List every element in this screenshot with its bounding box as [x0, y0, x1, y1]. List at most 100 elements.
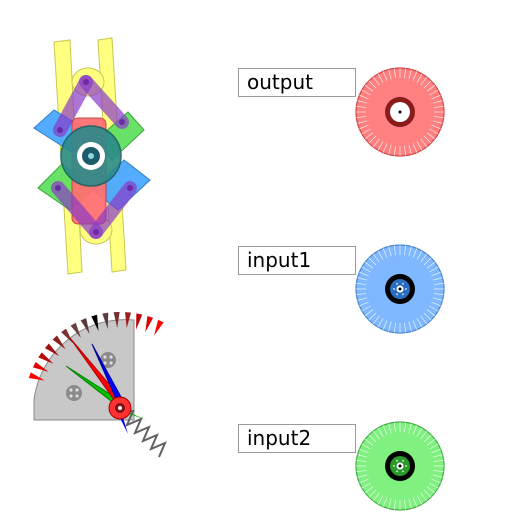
dial-tick [426, 438, 436, 446]
dial-tick [377, 427, 384, 437]
dial-tick [357, 454, 368, 458]
dial-tick [382, 248, 388, 258]
dial-tick [420, 492, 428, 502]
dial-tick [361, 128, 371, 135]
input1-dial[interactable] [355, 244, 445, 334]
dial-tick [426, 486, 436, 494]
gauge-tick-mark [70, 322, 81, 339]
dial-tick [377, 141, 384, 151]
dial-tick [388, 246, 392, 257]
dial-tick [356, 116, 367, 119]
dial-tick [433, 459, 444, 462]
dial-tick [426, 309, 436, 317]
gauge-tick-mark [113, 311, 120, 329]
dial-tick [412, 497, 418, 507]
gauge-tick-mark [154, 319, 164, 336]
dial-tick [372, 76, 380, 86]
dial-tick [408, 498, 412, 509]
dial-tick [368, 312, 377, 321]
dial-tick [420, 253, 428, 263]
dial-tick [393, 499, 396, 510]
dial-tick [357, 474, 368, 478]
gauge-tick-mark [28, 372, 45, 381]
gauge-tick-mark [102, 312, 109, 329]
dial-tick [359, 301, 369, 307]
spring [123, 409, 167, 458]
dial-tick [357, 277, 368, 281]
dial-tick [429, 482, 439, 489]
dial-tick [433, 282, 444, 285]
plate-gear-1 [66, 385, 82, 401]
dial-tick [431, 124, 441, 130]
dial-tick [423, 80, 432, 89]
dial-tick [404, 68, 407, 79]
dial-tick [404, 499, 407, 510]
dial-tick [412, 425, 418, 435]
dial-tick [372, 138, 380, 148]
dials [355, 67, 445, 511]
dial-tick [416, 427, 423, 437]
dial-tick [368, 434, 377, 443]
dial-tick [372, 430, 380, 440]
dial-tick [364, 261, 374, 269]
dial-tick [368, 135, 377, 144]
dial-tick [368, 80, 377, 89]
dial-tick [372, 492, 380, 502]
dial-tick [416, 318, 423, 328]
dial-tick [388, 321, 392, 332]
dial-tick [433, 293, 444, 296]
dial-tick [393, 322, 396, 333]
dial-tick [364, 84, 374, 92]
input2-dial[interactable] [355, 421, 445, 511]
dial-tick [382, 497, 388, 507]
dial-tick [364, 309, 374, 317]
output-dial[interactable] [355, 67, 445, 157]
dial-tick [429, 266, 439, 273]
dial-tick [404, 245, 407, 256]
dial-tick [359, 478, 369, 484]
dial-tick [377, 318, 384, 328]
dial-tick [432, 120, 443, 124]
dial-tick [361, 482, 371, 489]
dial-tick [388, 423, 392, 434]
dial-tick [416, 141, 423, 151]
dial-tick [432, 100, 443, 104]
dial-tick [357, 100, 368, 104]
gauge-tick-mark [145, 315, 154, 333]
dial-tick [412, 143, 418, 153]
dial-tick [412, 320, 418, 330]
gauge-tick-mark [61, 328, 73, 344]
gauge-tick-mark [32, 362, 49, 372]
dial-tick [431, 301, 441, 307]
gauge-tick-mark [52, 335, 66, 350]
dial-tick [361, 266, 371, 273]
dial-tick [361, 305, 371, 312]
dial-tick [388, 144, 392, 155]
dial-tick [426, 84, 436, 92]
red-center-gear-pin [118, 406, 122, 410]
dial-tick [382, 320, 388, 330]
dial-tick [426, 261, 436, 269]
gauge-tick-mark [136, 313, 143, 330]
dial-tick [431, 478, 441, 484]
dial-tick [388, 69, 392, 80]
dial-tick [431, 271, 441, 277]
dial-tick [404, 422, 407, 433]
dial-tick [423, 135, 432, 144]
dial-tick [432, 474, 443, 478]
gauge-assembly [28, 311, 167, 458]
dial-tick [433, 105, 444, 108]
dial-tick [372, 315, 380, 325]
dial-tick [364, 486, 374, 494]
dial-tick [356, 459, 367, 462]
dial-tick [420, 76, 428, 86]
dial-tick [377, 250, 384, 260]
gauge-tick-mark [91, 314, 99, 331]
dial-tick [416, 495, 423, 505]
center-gear-pin [88, 153, 94, 159]
dial-tick [377, 73, 384, 83]
plate-gear-2 [100, 352, 116, 368]
dial-tick [433, 470, 444, 473]
dial-tick [393, 145, 396, 156]
gauge-tick-mark [44, 343, 60, 357]
